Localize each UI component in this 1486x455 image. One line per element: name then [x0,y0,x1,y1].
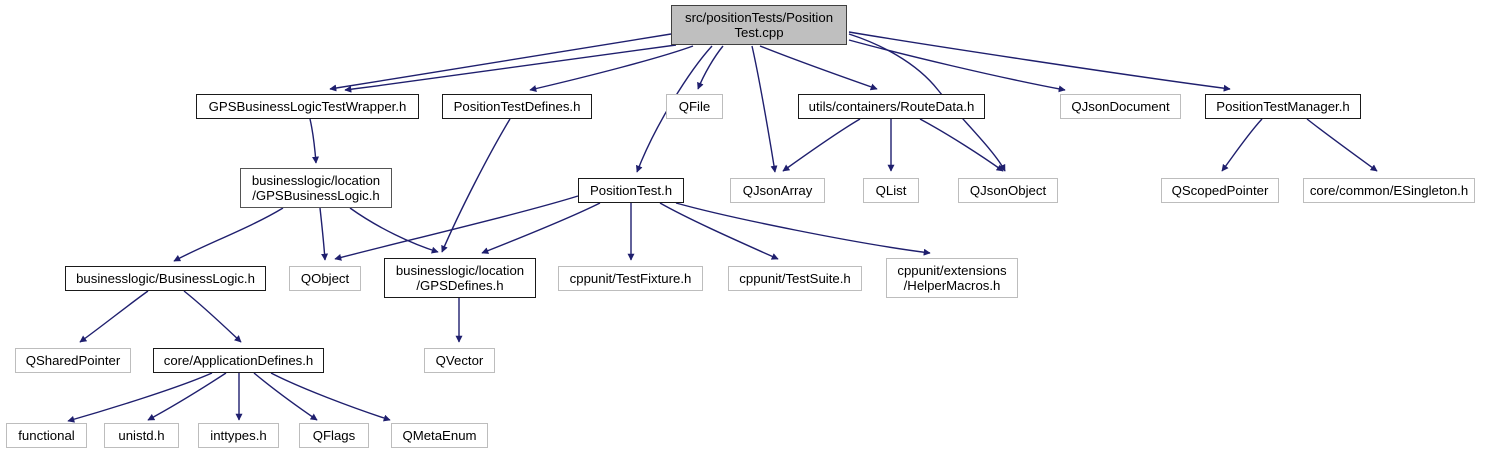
graph-edge-posTestManager-to-qscopedpointer [1221,118,1263,172]
graph-node-qlist[interactable]: QList [863,178,919,203]
graph-node-label: GPSBusinessLogicTestWrapper.h [208,99,407,114]
graph-node-testFixture[interactable]: cppunit/TestFixture.h [558,266,703,291]
graph-edge-businessLogic-to-appDefines [183,290,242,343]
graph-edge-root-to-posTestDefines [529,45,694,92]
graph-node-posTestManager[interactable]: PositionTestManager.h [1205,94,1361,119]
graph-edge-positionTest-to-helperMacros [675,202,931,256]
graph-edge-routeData-to-qjsonarray [782,118,861,172]
graph-node-qjsondocument[interactable]: QJsonDocument [1060,94,1181,119]
graph-node-unistd[interactable]: unistd.h [104,423,179,448]
graph-edge-appDefines-to-unistd [147,372,227,421]
graph-edge-root-to-routeData [759,45,878,91]
graph-node-label: QSharedPointer [25,353,121,368]
graph-node-label: unistd.h [118,428,165,443]
graph-node-label: inttypes.h [210,428,267,443]
graph-edge-appDefines-to-functional [67,372,213,423]
graph-node-label: PositionTestDefines.h [453,99,581,114]
graph-node-businessLogic[interactable]: businesslogic/BusinessLogic.h [65,266,266,291]
graph-edge-root-to-posTestManager [848,31,1231,92]
graph-edge-wrapper-to-gpsBusinessLogic [309,118,320,164]
graph-edge-appDefines-to-qmetaenum [270,372,391,422]
graph-node-label: businesslogic/location /GPSBusinessLogic… [251,173,381,203]
graph-node-qscopedpointer[interactable]: QScopedPointer [1161,178,1279,203]
graph-node-label: core/common/ESingleton.h [1309,183,1469,198]
graph-edge-gpsBusinessLogic-to-qobject [319,207,329,261]
graph-node-label: QMetaEnum [402,428,477,443]
graph-node-label: QJsonDocument [1071,99,1170,114]
graph-edge-gpsBusinessLogic-to-businessLogic [173,207,284,262]
graph-node-qflags[interactable]: QFlags [299,423,369,448]
graph-edge-root-to-wrapper [344,44,677,93]
graph-node-label: PositionTestManager.h [1216,99,1350,114]
graph-node-helperMacros[interactable]: cppunit/extensions /HelperMacros.h [886,258,1018,298]
graph-node-label: businesslogic/BusinessLogic.h [76,271,255,286]
graph-node-positionTest[interactable]: PositionTest.h [578,178,684,203]
graph-node-label: core/ApplicationDefines.h [163,353,314,368]
graph-node-qjsonobject[interactable]: QJsonObject [958,178,1058,203]
graph-node-label: cppunit/extensions /HelperMacros.h [897,263,1007,293]
graph-node-label: utils/containers/RouteData.h [808,99,975,114]
graph-node-label: QScopedPointer [1171,183,1269,198]
graph-node-root[interactable]: src/positionTests/Position Test.cpp [671,5,847,45]
graph-edge-root-to-qfile [697,45,724,90]
graph-node-posTestDefines[interactable]: PositionTestDefines.h [442,94,592,119]
graph-edge-root-to-wrapper [329,33,672,92]
graph-edge-positionTest-to-testSuite [659,202,779,260]
graph-edge-appDefines-to-qflags [253,372,318,421]
graph-edge-posTestDefines-to-gpsDefines [441,118,511,253]
graph-node-label: QJsonObject [969,183,1047,198]
graph-node-label: QList [875,183,907,198]
graph-edge-posTestManager-to-esingleton [1306,118,1378,172]
graph-node-label: cppunit/TestSuite.h [739,271,851,286]
graph-edge-routeData-to-qjsonobject [919,118,1004,172]
graph-edge-positionTest-to-gpsDefines [481,202,601,254]
graph-node-wrapper[interactable]: GPSBusinessLogicTestWrapper.h [196,94,419,119]
graph-node-gpsBusinessLogic[interactable]: businesslogic/location /GPSBusinessLogic… [240,168,392,208]
graph-edge-gpsBusinessLogic-to-gpsDefines [349,207,439,254]
graph-edge-root-to-qjsonarray [751,45,778,173]
graph-node-qfile[interactable]: QFile [666,94,723,119]
graph-node-appDefines[interactable]: core/ApplicationDefines.h [153,348,324,373]
graph-node-label: src/positionTests/Position Test.cpp [684,10,834,40]
graph-node-routeData[interactable]: utils/containers/RouteData.h [798,94,985,119]
graph-node-label: QJsonArray [742,183,813,198]
graph-node-label: cppunit/TestFixture.h [569,271,692,286]
graph-node-qvector[interactable]: QVector [424,348,495,373]
graph-edge-businessLogic-to-qsharedpointer [79,290,149,343]
graph-node-label: functional [18,428,75,443]
graph-node-label: QVector [435,353,484,368]
graph-node-label: QFlags [312,428,356,443]
graph-edge-root-to-qjsondocument [848,39,1066,93]
graph-node-label: QObject [300,271,350,286]
graph-node-inttypes[interactable]: inttypes.h [198,423,279,448]
graph-node-label: PositionTest.h [589,183,673,198]
graph-node-label: QFile [678,99,711,114]
graph-node-testSuite[interactable]: cppunit/TestSuite.h [728,266,862,291]
graph-node-qjsonarray[interactable]: QJsonArray [730,178,825,203]
graph-node-functional[interactable]: functional [6,423,87,448]
graph-node-qobject[interactable]: QObject [289,266,361,291]
graph-node-qmetaenum[interactable]: QMetaEnum [391,423,488,448]
graph-node-esingleton[interactable]: core/common/ESingleton.h [1303,178,1475,203]
graph-node-qsharedpointer[interactable]: QSharedPointer [15,348,131,373]
graph-node-gpsDefines[interactable]: businesslogic/location /GPSDefines.h [384,258,536,298]
graph-node-label: businesslogic/location /GPSDefines.h [395,263,525,293]
